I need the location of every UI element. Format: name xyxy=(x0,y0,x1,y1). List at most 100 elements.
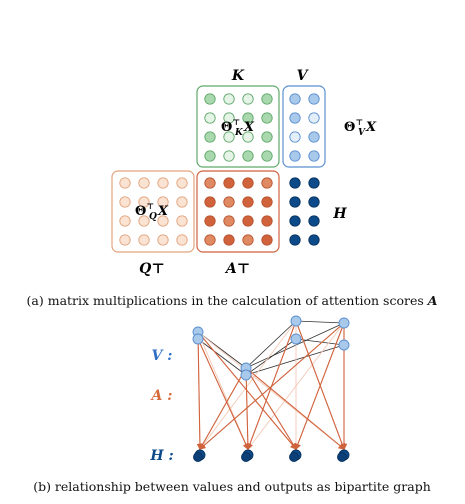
attention-edge-strong xyxy=(245,367,346,450)
projection-edge xyxy=(245,338,297,376)
K-dot xyxy=(242,93,254,105)
Q-dot xyxy=(176,234,188,246)
K-dot xyxy=(223,112,235,124)
attention-edge-strong xyxy=(294,322,345,451)
K-dot xyxy=(204,93,216,105)
label-H: H xyxy=(332,206,347,222)
K-dot xyxy=(261,93,273,105)
V-dot xyxy=(308,93,320,105)
Q-dot xyxy=(176,215,188,227)
label-V-row: V : xyxy=(152,348,173,364)
attention-edges xyxy=(196,320,348,451)
value-node xyxy=(192,333,204,345)
Q-dot xyxy=(119,177,131,189)
K-dot xyxy=(223,93,235,105)
output-node xyxy=(337,452,347,462)
V-inner-label: Θ⊤VX xyxy=(344,117,377,138)
V-matrix-box xyxy=(282,85,326,168)
value-node xyxy=(290,333,302,345)
projection-edge xyxy=(197,338,247,376)
projection-edge xyxy=(245,320,297,369)
Q-dot xyxy=(119,196,131,208)
Q-dot xyxy=(138,234,150,246)
V-dot xyxy=(289,112,301,124)
attention-edge-faint xyxy=(199,320,297,450)
K-dot xyxy=(261,131,273,143)
V-dot xyxy=(308,131,320,143)
A-matrix-box xyxy=(196,170,280,253)
value-node xyxy=(240,369,252,381)
H-dot xyxy=(308,177,320,189)
Q-dot xyxy=(157,234,169,246)
Q-dot xyxy=(157,215,169,227)
label-K: K xyxy=(231,68,245,84)
V-dot xyxy=(289,93,301,105)
caption-a: (a) matrix multiplications in the calcul… xyxy=(27,293,438,308)
A-dot xyxy=(261,177,273,189)
value-node xyxy=(338,339,350,351)
V-dot xyxy=(289,131,301,143)
Q-dot xyxy=(176,177,188,189)
H-dot xyxy=(289,196,301,208)
attention-edge-strong xyxy=(246,320,297,451)
Q-matrix-dots xyxy=(119,177,188,246)
output-nodes xyxy=(193,449,350,462)
V-dot xyxy=(308,112,320,124)
K-dot xyxy=(204,150,216,162)
V-dot xyxy=(289,150,301,162)
A-dot xyxy=(223,177,235,189)
Q-dot xyxy=(176,196,188,208)
output-node xyxy=(193,452,203,462)
K-inner-label: Θ⊤KX xyxy=(221,117,255,138)
A-dot xyxy=(242,215,254,227)
K-dot xyxy=(204,112,216,124)
A-dot xyxy=(204,215,216,227)
K-dot xyxy=(242,150,254,162)
attention-edge-faint xyxy=(247,322,345,450)
H-dot xyxy=(289,234,301,246)
label-A-row: A : xyxy=(150,388,173,404)
H-matrix-dots xyxy=(289,177,320,246)
A-dot xyxy=(242,234,254,246)
A-dot xyxy=(261,215,273,227)
value-nodes xyxy=(192,315,350,381)
K-matrix-box xyxy=(196,85,280,168)
K-matrix-dots xyxy=(204,93,273,162)
V-matrix-dots xyxy=(289,93,320,162)
A-dot xyxy=(261,196,273,208)
A-dot xyxy=(223,215,235,227)
K-dot xyxy=(204,131,216,143)
A-dot xyxy=(242,177,254,189)
attention-edge-strong xyxy=(199,367,247,451)
Q-matrix-box xyxy=(111,170,195,253)
label-A-transpose: A⊤ xyxy=(224,261,250,277)
K-dot xyxy=(242,131,254,143)
K-dot xyxy=(242,112,254,124)
attention-edge-strong xyxy=(199,322,345,450)
H-dot xyxy=(308,196,320,208)
V-dot xyxy=(308,150,320,162)
A-dot xyxy=(223,196,235,208)
A-dot xyxy=(261,234,273,246)
H-dot xyxy=(308,215,320,227)
attention-edge-strong xyxy=(197,331,297,451)
projection-edge xyxy=(245,344,345,376)
matrix-figure: K V Θ⊤KX Θ⊤VX Θ⊤QX H Q⊤ A⊤ (a) ma xyxy=(27,68,438,308)
Q-inner-label: Θ⊤QX xyxy=(135,201,169,222)
A-dot xyxy=(242,196,254,208)
H-dot xyxy=(289,215,301,227)
output-node xyxy=(241,452,251,462)
label-Q-transpose: Q⊤ xyxy=(139,261,165,277)
H-dot xyxy=(308,234,320,246)
K-dot xyxy=(223,150,235,162)
value-node xyxy=(338,317,350,329)
value-node xyxy=(290,315,302,327)
Q-dot xyxy=(119,234,131,246)
bipartite-graph: V : A : H : (b) relationship between val… xyxy=(33,315,431,494)
A-matrix-dots xyxy=(204,177,273,246)
A-dot xyxy=(204,196,216,208)
A-dot xyxy=(223,234,235,246)
K-dot xyxy=(261,112,273,124)
label-V: V xyxy=(297,68,310,84)
